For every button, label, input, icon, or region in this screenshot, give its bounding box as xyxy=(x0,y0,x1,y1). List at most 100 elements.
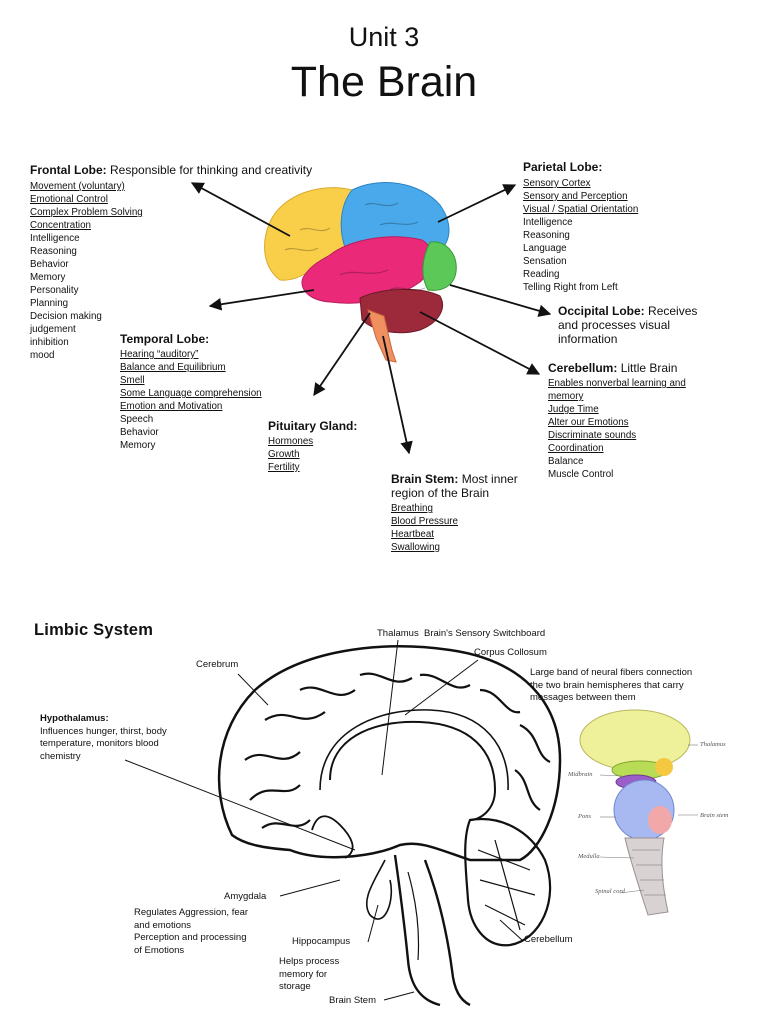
limbic-brainstem-label: Brain Stem xyxy=(329,995,376,1006)
frontal-item: Movement (voluntary) xyxy=(30,181,125,192)
frontal-item: Behavior xyxy=(30,259,69,270)
hypothalamus-desc-line: temperature, monitors blood xyxy=(40,738,159,749)
occipital-lobe-name: Occipital Lobe: xyxy=(558,304,645,318)
frontal-item: Emotional Control xyxy=(30,194,108,205)
temporal-item: Emotion and Motivation xyxy=(120,401,223,412)
frontal-lobe-desc: Responsible for thinking and creativity xyxy=(110,163,313,177)
temporal-lobe-name: Temporal Lobe: xyxy=(120,332,210,346)
cerebellum-desc: Little Brain xyxy=(620,361,678,375)
corpus-desc-line: Large band of neural fibers connection xyxy=(530,667,693,678)
inset-medulla-label: Medulla xyxy=(578,853,600,860)
thalamus-desc: Brain's Sensory Switchboard xyxy=(424,628,546,639)
pituitary-item: Growth xyxy=(268,449,300,460)
temporal-lobe-block: Temporal Lobe: Hearing “auditory” Balanc… xyxy=(120,332,262,452)
frontal-item: Planning xyxy=(30,298,69,309)
frontal-item: Complex Problem Solving xyxy=(30,207,143,218)
inset-midbrain-label: Midbrain xyxy=(568,771,593,778)
hippocampus-desc-line: memory for xyxy=(279,968,328,980)
brainstem-item: Blood Pressure xyxy=(391,516,458,527)
frontal-lobe-block: Frontal Lobe: Responsible for thinking a… xyxy=(30,163,312,362)
parietal-lobe-shape xyxy=(340,182,450,251)
amygdala-label: Amygdala xyxy=(224,891,267,902)
cerebellum-name: Cerebellum: xyxy=(548,361,618,375)
pituitary-name: Pituitary Gland: xyxy=(268,419,358,433)
cerebellum-item: Discriminate sounds xyxy=(548,430,637,441)
occipital-lobe-shape xyxy=(422,241,457,291)
brainstem-desc: Most inner xyxy=(461,472,518,486)
brainstem-item: Breathing xyxy=(391,503,433,514)
frontal-item: Concentration xyxy=(30,220,91,231)
frontal-item: Memory xyxy=(30,272,66,283)
cerebellum-item: Judge Time xyxy=(548,404,599,415)
thalamus-label: Thalamus Brain's Sensory Switchboard xyxy=(377,628,545,641)
hypothalamus-name: Hypothalamus: xyxy=(40,713,109,724)
brainstem-desc: region of the Brain xyxy=(391,486,490,500)
inset-pons-label: Pons xyxy=(578,813,591,820)
temporal-item: Hearing “auditory” xyxy=(120,349,199,360)
limbic-leader-lines xyxy=(124,639,523,1001)
parietal-item: Telling Right from Left xyxy=(523,282,618,293)
parietal-item: Sensation xyxy=(523,256,567,267)
hippocampus-label: Hippocampus xyxy=(292,936,351,947)
temporal-item: Memory xyxy=(120,440,156,451)
hypothalamus-desc-line: chemistry xyxy=(40,750,81,762)
brainstem-block: Brain Stem: Most inner region of the Bra… xyxy=(391,472,518,554)
cerebellum-item: Muscle Control xyxy=(548,469,614,480)
unit-label: Unit 3 xyxy=(348,22,420,52)
parietal-lobe-block: Parietal Lobe: Sensory Cortex Sensory an… xyxy=(523,160,638,294)
parietal-item: Visual / Spatial Orientation xyxy=(523,204,639,215)
brainstem-item: Heartbeat xyxy=(391,529,435,540)
inset-thalamus-label: Thalamus xyxy=(700,741,726,748)
hippocampus-desc-line: storage xyxy=(279,981,311,992)
corpus-desc-line: messages between them xyxy=(530,692,636,703)
limbic-brain-illustration xyxy=(217,645,562,1007)
frontal-item: inhibition xyxy=(30,337,69,348)
frontal-item: mood xyxy=(30,350,55,361)
hypothalamus-block: Hypothalamus: Influences hunger, thirst,… xyxy=(40,713,167,763)
hypothalamus-desc-line: Influences hunger, thirst, body xyxy=(40,725,167,737)
amygdala-desc-line: Perception and processing xyxy=(134,932,247,943)
frontal-item: Intelligence xyxy=(30,233,80,244)
pituitary-item: Hormones xyxy=(268,436,314,447)
parietal-item: Sensory Cortex xyxy=(523,178,591,189)
cerebellum-item: Enables nonverbal learning and xyxy=(548,378,686,389)
parietal-item: Language xyxy=(523,243,567,254)
temporal-item: Some Language comprehension xyxy=(120,388,262,399)
page-title: The Brain xyxy=(290,58,478,106)
amygdala-desc-line: and emotions xyxy=(134,919,192,931)
corpus-collosum-label: Corpus Collosum xyxy=(474,647,547,658)
limbic-heading: Limbic System xyxy=(34,621,154,639)
inset-spinal-cord-label: Spinal cord xyxy=(595,888,625,895)
occipital-desc: information xyxy=(558,332,618,346)
cerebrum-label: Cerebrum xyxy=(196,659,239,670)
hippocampus-desc-line: Helps process xyxy=(279,956,340,967)
parietal-item: Sensory and Perception xyxy=(523,191,628,202)
amygdala-desc: Regulates Aggression, fear and emotions … xyxy=(134,907,248,957)
pituitary-block: Pituitary Gland: Hormones Growth Fertili… xyxy=(268,419,357,474)
cerebellum-item: Alter our Emotions xyxy=(548,417,629,428)
cerebellum-block: Cerebellum: Little Brain Enables nonverb… xyxy=(548,361,686,481)
thalamus-name: Thalamus xyxy=(377,628,419,639)
corpus-collosum-desc: Large band of neural fibers connection t… xyxy=(530,667,692,705)
lobes-brain-illustration xyxy=(264,182,457,363)
amygdala-desc-line: of Emotions xyxy=(134,944,185,956)
frontal-item: judgement xyxy=(30,324,76,335)
brainstem-inset-illustration xyxy=(579,709,698,916)
pituitary-item: Fertility xyxy=(268,462,300,473)
hippocampus-desc: Helps process memory for storage xyxy=(279,956,339,994)
parietal-lobe-name: Parietal Lobe: xyxy=(523,160,603,174)
amygdala-desc-line: Regulates Aggression, fear xyxy=(134,907,249,918)
frontal-item: Decision making xyxy=(30,311,102,322)
temporal-item: Balance and Equilibrium xyxy=(120,362,226,373)
parietal-item: Reading xyxy=(523,269,560,280)
frontal-lobe-name: Frontal Lobe: xyxy=(30,163,107,177)
occipital-lobe-block: Occipital Lobe: Receives and processes v… xyxy=(558,304,697,346)
parietal-item: Intelligence xyxy=(523,217,573,228)
corpus-desc-line: the two brain hemispheres that carry xyxy=(530,679,684,691)
brainstem-shape xyxy=(367,309,397,363)
temporal-item: Speech xyxy=(120,414,154,425)
brainstem-item: Swallowing xyxy=(391,542,441,553)
cerebellum-item: Balance xyxy=(548,456,584,467)
brainstem-name: Brain Stem: xyxy=(391,472,459,486)
